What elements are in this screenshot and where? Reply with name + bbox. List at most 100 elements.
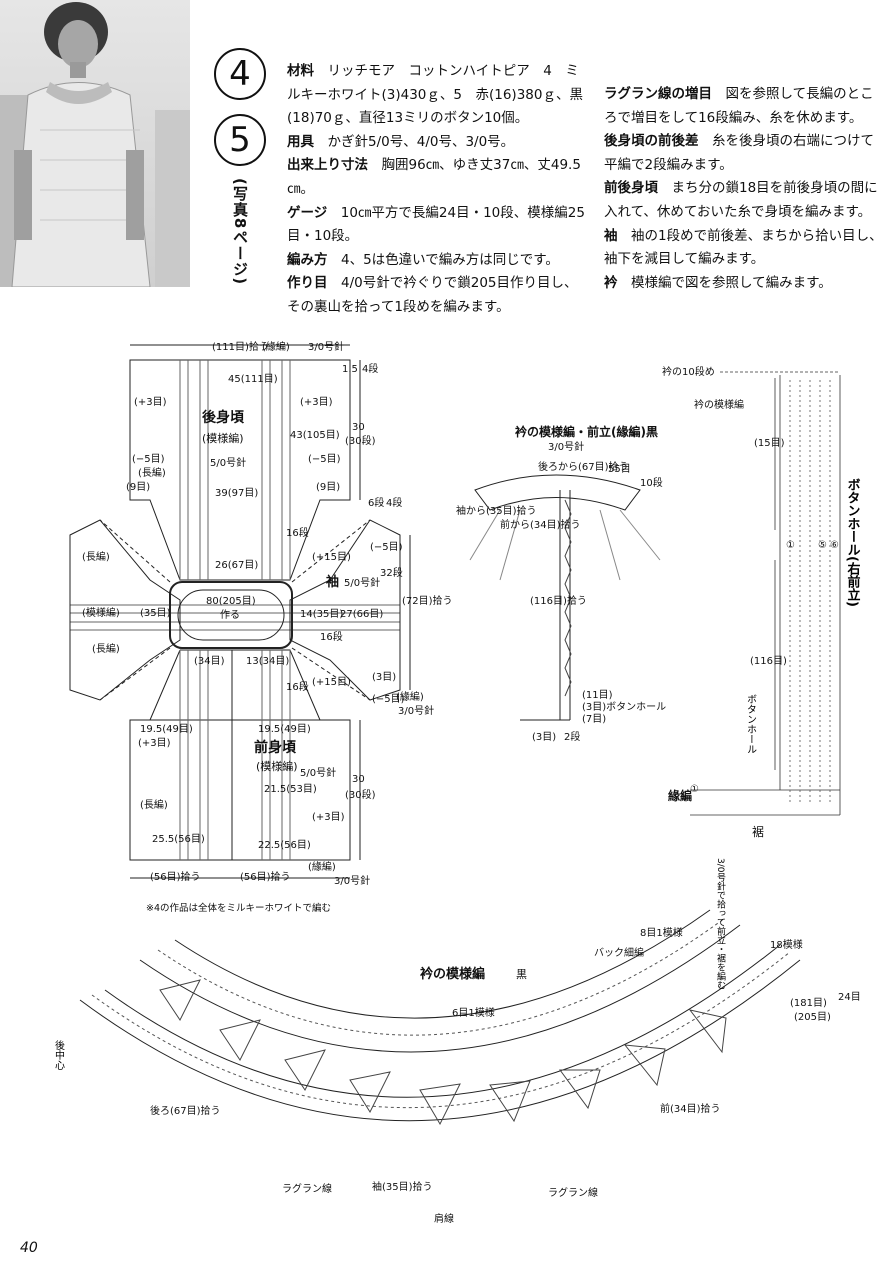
- left-pattern: (模様編): [82, 606, 120, 619]
- front-hook-3: 3/0号針: [334, 874, 370, 887]
- raglan-text: 図を参照して長編のところで増目をして16段編み、糸を休めます。: [604, 86, 874, 126]
- pattern-number-group: 4 5: [214, 48, 270, 180]
- right-5-bot: (−5目): [372, 694, 405, 705]
- right-3: (3目): [372, 672, 396, 683]
- raglan-label: ラグラン線の増目: [604, 86, 712, 102]
- front-hook-5: 5/0号針: [300, 766, 336, 779]
- band-3: (3目): [532, 732, 556, 743]
- sleeve-text: 袖の1段めで前後差、まちから拾い目し、袖下を減目して編みます。: [604, 227, 883, 268]
- gauge-text: 10㎝平方で長編24目・10段、模様編25目・10段。: [287, 204, 585, 245]
- front-pick-34-bottom: 前(34目)拾う: [660, 1102, 721, 1115]
- front-dim-30-rows: (30段): [345, 788, 376, 801]
- pattern-number-4: 4: [214, 48, 266, 100]
- body-label: 前後身頃: [604, 180, 658, 197]
- back-pattern-label: (模様編): [202, 431, 244, 445]
- r205-label: (205目): [794, 1012, 831, 1023]
- size-label: 出来上り寸法: [287, 157, 368, 174]
- back-body-label: 後身頃: [202, 409, 245, 426]
- six-rows-label: 6目1模様: [452, 1006, 495, 1019]
- front-195-l: 19.5(49目): [140, 724, 193, 735]
- front-215: 21.5(53目): [264, 784, 317, 795]
- back-43: 43(105目): [290, 430, 340, 441]
- back-center-label: 後中心: [53, 1039, 65, 1070]
- front-body-label: 前身頃: [254, 739, 297, 756]
- right-27: 27(66目): [340, 609, 383, 620]
- pattern-diagram: (111目)拾う (緣編) 3/0号針 1.5 4段 30 (30段) 45(1…: [53, 340, 862, 1225]
- back-45: 45(111目): [228, 374, 278, 385]
- tools-label: 用具: [287, 133, 314, 150]
- band-circle-6: ⑥: [830, 540, 839, 551]
- buttonhole-label: ボタンホール(右前立): [845, 478, 862, 607]
- collar-label: 衿: [604, 274, 618, 291]
- right-32-rows: 32段: [380, 566, 403, 579]
- right-border: (緣編): [396, 690, 424, 703]
- pattern-number-5: 5: [214, 114, 266, 166]
- front-note-label: 3/0号針で拾って前立・裾を編む: [715, 858, 726, 989]
- collar-10th-row: 衿の10段め: [662, 365, 715, 378]
- body-text: まち分の鎖18目を前後身頃の間に入れて、休めておいた糸で身頃を編みます。: [604, 180, 878, 220]
- front-225: 22.5(56目): [258, 840, 311, 851]
- front-border: (緣編): [308, 860, 336, 873]
- right-14: 14(35目): [300, 609, 343, 620]
- collar-text: 模様編で図を参照して編みます。: [631, 274, 832, 291]
- eight-rows-label: 8目1模様: [640, 926, 683, 939]
- page-number: 40: [20, 1240, 38, 1256]
- center-chain: 80(205目): [206, 596, 256, 607]
- back-minus5-r: (−5目): [308, 454, 341, 465]
- border-top-label: (緣編): [262, 340, 290, 353]
- gauge-label: ゲージ: [287, 204, 328, 221]
- hem-circle-1: ①: [690, 784, 699, 795]
- front-pick-34: 前から(34目)拾う: [500, 518, 581, 531]
- bottom-collar-title: 衿の模様編: [420, 966, 485, 982]
- right-6-rows: 6段: [368, 496, 384, 509]
- right-hook-3: 3/0号針: [398, 704, 434, 717]
- front-34: (34目): [194, 656, 225, 667]
- center-make: 作る: [220, 609, 240, 621]
- border-side-label: 緣編: [668, 788, 692, 803]
- raglan-right: ラグラン線: [548, 1186, 598, 1199]
- front-dim-30: 30: [352, 774, 365, 785]
- r181-label: (181目): [790, 998, 827, 1009]
- back-9-r: (9目): [316, 482, 340, 493]
- front-plus3-r: (+3目): [312, 812, 345, 823]
- materials-text: リッチモア コットンハイトピア 4 ミルキーホワイト(3)430ｇ、5 赤(16…: [287, 63, 583, 127]
- top-1-5: 1.5: [342, 364, 358, 375]
- back-pick-label: (111目)拾う: [212, 340, 269, 353]
- right-plus15-top: (+15目): [312, 552, 351, 563]
- front-116-pick: (116目)拾う: [530, 594, 587, 607]
- model-photo: [0, 0, 190, 287]
- back-plus3-r: (+3目): [300, 397, 333, 408]
- back-hook-5: 5/0号針: [210, 456, 246, 469]
- raglan-16-right: 16段: [320, 630, 343, 643]
- photo-reference: (写真8ページ): [231, 178, 249, 286]
- raglan-left: ラグラン線: [282, 1182, 332, 1195]
- sleeve-label: 袖: [604, 227, 618, 244]
- shoulder-label: 肩線: [434, 1212, 454, 1225]
- back-plus3-l: (+3目): [134, 397, 167, 408]
- band-7: (7目): [582, 714, 606, 725]
- collar-pattern-label: 衿の模様編: [694, 398, 744, 411]
- sleeve-hook-5: 5/0号針: [344, 576, 380, 589]
- r24-label: 24目: [838, 992, 861, 1003]
- band-3-buttonhole: (3目)ボタンホール: [582, 701, 666, 713]
- left-long-stitch-2: (長編): [92, 642, 120, 655]
- hem-label: 裾: [752, 824, 764, 839]
- front-pattern-label: (模様編): [256, 759, 298, 773]
- band-circle-5: ⑤: [818, 540, 827, 551]
- back-diff-label: 後身頃の前後差: [604, 133, 699, 150]
- materials-label: 材料: [287, 63, 314, 79]
- buttonhole-small: ボタンホール: [745, 694, 757, 754]
- back-long-stitch: (長編): [138, 466, 166, 479]
- size-text: 胸囲96㎝、ゆき丈37㎝、丈49.5㎝。: [287, 157, 581, 197]
- sleeve-pick-35: 袖から(35目)拾う: [456, 504, 537, 517]
- band-11: (11目): [582, 690, 613, 701]
- collar-55: 55目: [608, 464, 631, 475]
- right-4-rows: 4段: [386, 496, 402, 509]
- tools-text: かぎ針5/0号、4/0号、3/0号。: [327, 133, 515, 150]
- back-39: 39(97目): [215, 488, 258, 499]
- sleeve-pick-35-bottom: 袖(35目)拾う: [372, 1180, 433, 1193]
- start-text: 4/0号針で衿ぐりで鎖205目作り目し、その裏山を拾って1段めを編みます。: [287, 275, 578, 315]
- front-pick-56-r: (56目)拾う: [240, 870, 291, 883]
- left-35: (35目): [140, 608, 171, 619]
- band-116: (116目): [750, 656, 787, 667]
